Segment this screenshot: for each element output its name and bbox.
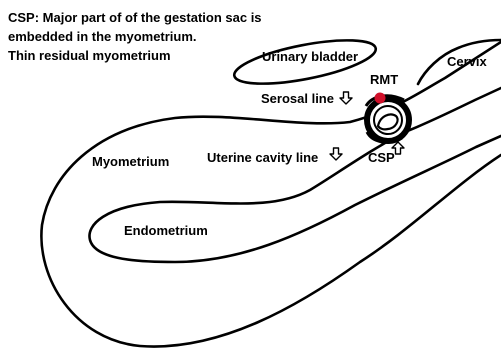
- rmt-label: RMT: [370, 72, 398, 87]
- myometrium-label: Myometrium: [92, 154, 169, 169]
- urinary-bladder-label: Urinary bladder: [262, 49, 358, 64]
- csp-label: CSP: [368, 150, 395, 165]
- cervix-label: Cervix: [447, 54, 488, 69]
- caption-line-1: CSP: Major part of of the gestation sac …: [8, 10, 262, 25]
- caption-line-2: embedded in the myometrium.: [8, 29, 197, 44]
- endometrium-label: Endometrium: [124, 223, 208, 238]
- serosal-outline: [41, 42, 501, 347]
- serosal-line-label: Serosal line: [261, 91, 334, 106]
- rmt-marker: [375, 93, 386, 104]
- down-arrow-icon: [330, 148, 342, 160]
- down-arrow-icon: [340, 92, 352, 104]
- caption-line-3: Thin residual myometrium: [8, 48, 171, 63]
- gestation-sac: [366, 96, 409, 143]
- uterine-cavity-line-label: Uterine cavity line: [207, 150, 318, 165]
